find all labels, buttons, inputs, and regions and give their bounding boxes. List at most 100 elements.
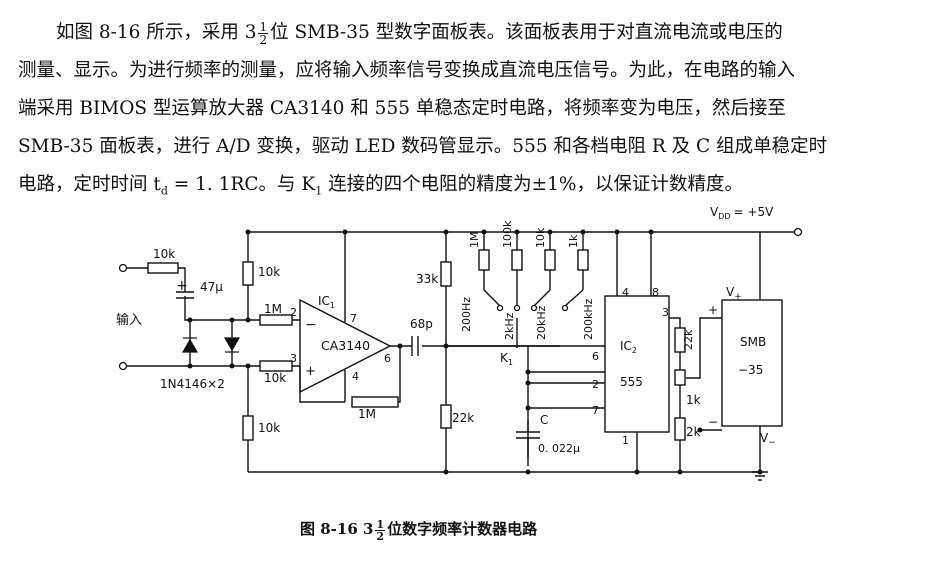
r33k-label: 33k [416,272,438,286]
circuit-wires [126,231,795,481]
meter-name: SMB [740,335,766,349]
terminals [118,227,803,371]
ic1-pin3: 3 [290,352,297,365]
caption-text: 位数字频率计数器电路 [387,520,538,538]
range-label-2khz: 2kHz [503,312,516,340]
paragraph-text: 如图 8-16 所示，采用 3 [56,22,257,43]
fraction-denominator: 2 [376,529,385,543]
ic2-name: 555 [620,375,643,389]
caption-text: 图 8-16 3 [300,520,374,538]
paragraph-line-3: 端采用 BIMOS 型运算放大器 CA3140 和 555 单稳态定时电路，将频… [18,98,786,119]
ic1-minus: − [305,317,317,333]
meter-in-minus: − [708,415,718,429]
potentiometer-1k [674,369,686,386]
resistor-out-2k [674,417,686,441]
ic2-pin7: 7 [592,404,599,417]
input-terminal-bottom [118,361,128,371]
ic1-pin6: 6 [384,352,391,365]
input-cap-plus: + [176,278,188,294]
resistor-top-10k [242,261,254,286]
meter-model: −35 [738,363,763,377]
input-terminal-top [118,263,128,273]
out-22k-label: 22k [682,329,695,350]
input-resistor-label: 10k [153,247,175,261]
ic1-pin2: 2 [290,306,297,319]
meter-vplus: V+ [726,285,742,302]
subscript: 1 [315,184,323,198]
resistor-bottom-10k [242,415,254,441]
paragraph-text: = 1. 1RC。与 K [167,174,316,195]
switch-label: K1 [500,351,513,367]
input-capacitor [176,291,194,299]
range-label-200hz: 200Hz [460,297,473,332]
meter-in-plus: + [708,303,718,317]
timing-cap-label: C [540,413,548,427]
r-10k-in-label: 10k [264,371,286,385]
ic2-pin1: 1 [622,434,629,447]
range-resistor-label-1: 1M [468,232,481,249]
feedback-resistor-label: 1M [358,407,376,421]
circuit-labels: VDD= +5V 输入 10k + 47μ 1N4146×2 10k 10k 1… [116,205,776,455]
paragraph-text: 连接的四个电阻的精度为±1%，以保证计数精度。 [322,174,743,195]
ic2-label: IC2 [620,339,637,355]
range-resistor-label-2: 100k [501,220,514,248]
range-label-200khz: 200kHz [582,298,595,340]
ic2-pin2: 2 [592,378,599,391]
subscript: d [160,184,168,198]
resistor-input [147,262,179,274]
r22k-label: 22k [452,411,474,425]
resistor-33k [440,261,452,287]
top-resistor-label: 10k [258,265,280,279]
diode-pair [181,337,241,353]
ic1-plus: + [305,364,316,379]
resistor-22k [440,404,452,429]
resistor-range-1m [478,249,490,271]
paragraph-line-4: SMB-35 面板表，进行 A/D 变换，驱动 LED 数码管显示。555 和各… [18,136,828,157]
vdd-terminal [793,227,803,237]
r-1m-in-label: 1M [264,302,282,316]
fraction-numerator: 1 [375,517,386,531]
paragraph-line-2: 测量、显示。为进行频率的测量，应将输入频率信号变换成直流电压信号。为此，在电路的… [18,60,796,81]
paragraph-text: 电路，定时时间 t [18,174,161,195]
ic2-pin6: 6 [592,350,599,363]
ic1-label: IC1 [318,294,335,310]
resistor-out-22k [674,327,686,353]
range-resistor-label-3: 10k [534,227,547,248]
paragraph-line-5: 电路，定时时间 td = 1. 1RC。与 K1 连接的四个电阻的精度为±1%，… [18,166,910,211]
ic2-pin3: 3 [662,306,669,319]
out-2k-label: 2k [686,425,701,439]
ic1-pin4: 4 [352,370,359,383]
resistor-range-10k [544,249,556,271]
fraction-numerator: 1 [258,19,269,34]
meter-vminus: V− [760,431,776,448]
out-1k-label: 1k [686,393,701,407]
ic2-pin4: 4 [622,286,629,299]
junction-dots [187,229,763,475]
timing-cap-value: 0. 022μ [538,442,580,455]
diode-label: 1N4146×2 [160,377,225,391]
bottom-resistor-label: 10k [258,421,280,435]
range-resistor-label-4: 1k [567,234,580,248]
ic1-pin7: 7 [350,312,357,325]
input-label: 输入 [116,312,142,328]
vdd-label: VDD= +5V [710,205,774,221]
input-cap-label: 47μ [200,280,223,294]
resistor-range-100k [511,249,523,271]
ic1-name: CA3140 [321,338,370,353]
paragraph-text: 位 SMB-35 型数字面板表。该面板表用于对直流电流或电压的 [270,22,783,43]
coupling-cap-label: 68p [410,317,433,331]
resistor-feedback [351,396,399,408]
range-label-20khz: 20kHz [535,305,548,340]
resistor-10k-in [259,360,293,372]
resistors [147,249,686,441]
resistor-1m-in [259,314,293,326]
ic2-pin8: 8 [652,286,659,299]
resistor-range-1k [577,249,589,271]
fraction-denominator: 2 [259,32,268,47]
